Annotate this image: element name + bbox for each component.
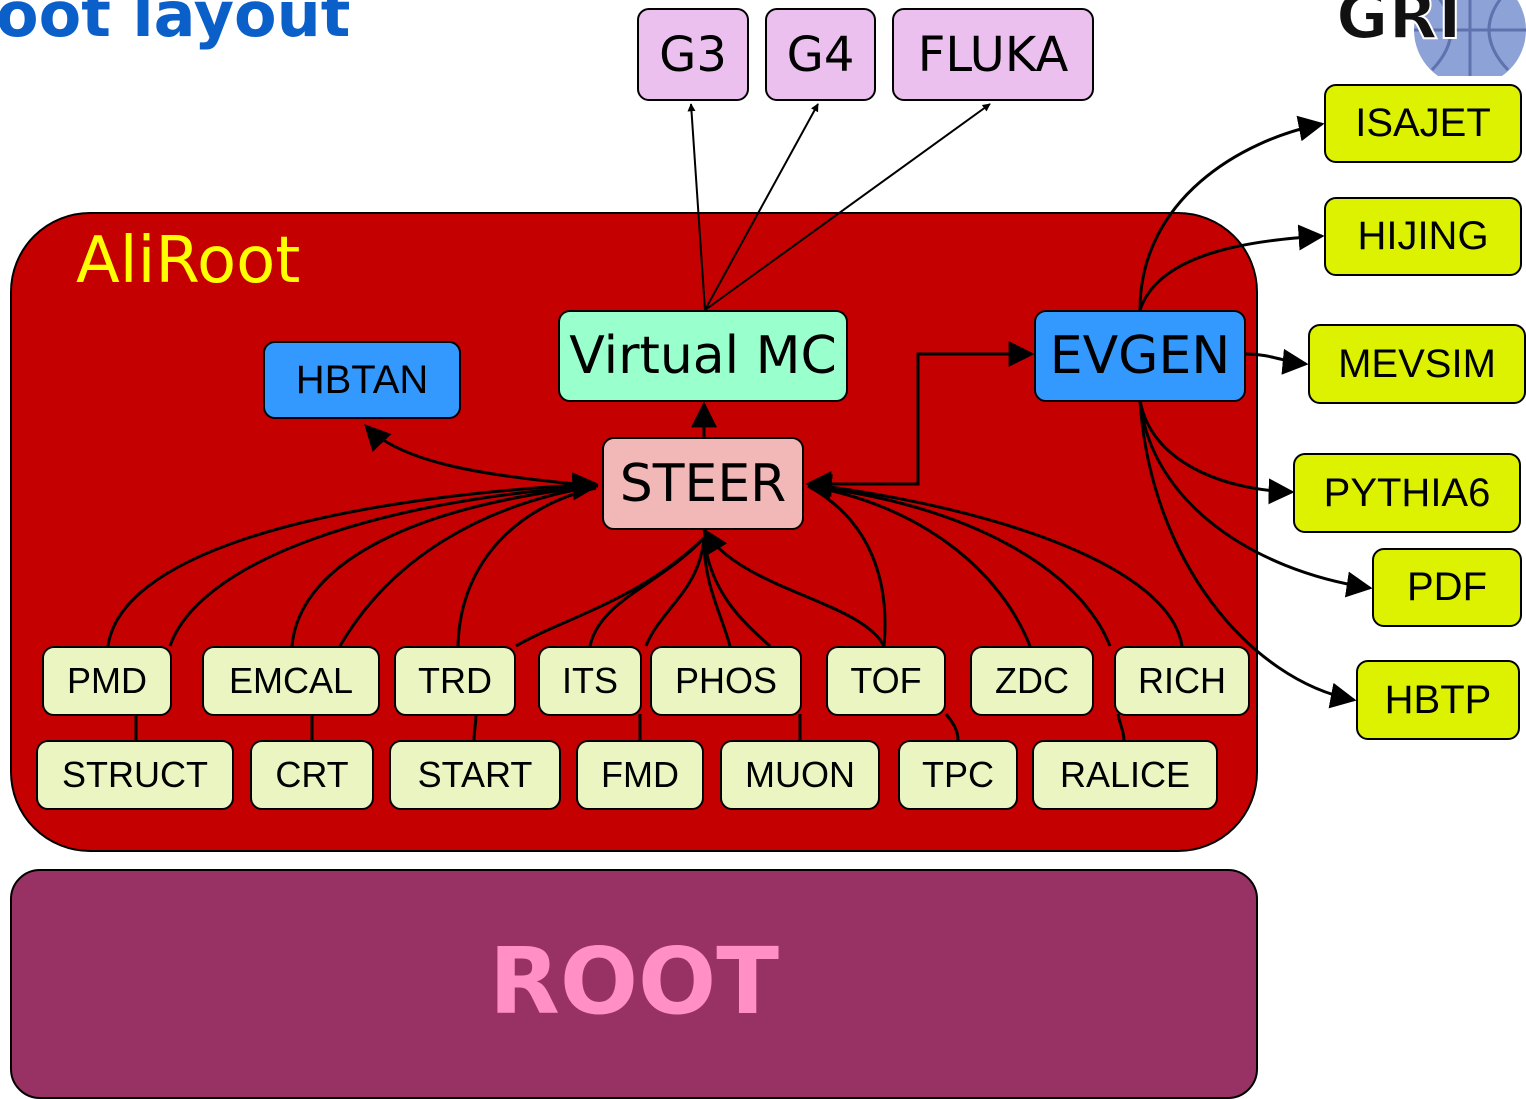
arrow-evgen-hbtp [1138, 399, 1357, 709]
fluka-box[interactable]: FLUKA [892, 8, 1094, 101]
connection-arrows [106, 103, 1373, 741]
detector-muon[interactable]: MUON [720, 740, 880, 810]
aliroot-label: AliRoot [76, 224, 301, 298]
logo-wordmark: GRI [1336, 0, 1462, 54]
arrow-steer-evgen [805, 341, 1035, 497]
arrow-evgen-pdf [1138, 399, 1373, 598]
root-label: ROOT [488, 928, 779, 1035]
detector-rich[interactable]: RICH [1114, 646, 1250, 716]
g3-box[interactable]: G3 [637, 8, 749, 101]
g4-box[interactable]: G4 [765, 8, 876, 101]
arrow-evgen-pythia6 [1138, 399, 1295, 505]
detector-crt[interactable]: CRT [250, 740, 374, 810]
generator-pythia6[interactable]: PYTHIA6 [1293, 453, 1521, 533]
generator-isajet[interactable]: ISAJET [1324, 84, 1522, 163]
arrow-evgen-isajet [1138, 115, 1325, 311]
detector-start[interactable]: START [389, 740, 561, 810]
virtual-mc-box[interactable]: Virtual MC [558, 310, 848, 402]
steer-box[interactable]: STEER [602, 437, 804, 530]
arrow-vmc-g4 [704, 103, 819, 311]
arrow-steer-hbtan [364, 424, 599, 488]
detector-trd[interactable]: TRD [394, 646, 516, 716]
detector-tpc[interactable]: TPC [898, 740, 1018, 810]
generator-mevsim[interactable]: MEVSIM [1308, 324, 1526, 404]
generator-hijing[interactable]: HIJING [1324, 197, 1522, 276]
arrow-evgen-hijing [1138, 224, 1325, 311]
detector-zdc[interactable]: ZDC [970, 646, 1094, 716]
slide-title: oot layout [0, 0, 351, 51]
grid-logo: GRI [1332, 0, 1526, 76]
detector-tof[interactable]: TOF [826, 646, 946, 716]
detector-fmd[interactable]: FMD [576, 740, 704, 810]
arrow-vmc-g3 [687, 103, 706, 311]
detector-struct[interactable]: STRUCT [36, 740, 234, 810]
detector-phos[interactable]: PHOS [650, 646, 802, 716]
arrow-evgen-mevsim [1245, 348, 1309, 375]
arrow-vmc-fluka [704, 103, 991, 311]
generator-pdf[interactable]: PDF [1372, 548, 1522, 627]
root-panel [10, 869, 1258, 1099]
detector-emcal[interactable]: EMCAL [202, 646, 380, 716]
generator-hbtp[interactable]: HBTP [1356, 660, 1520, 740]
hbtan-box[interactable]: HBTAN [263, 341, 461, 419]
detector-ralice[interactable]: RALICE [1032, 740, 1218, 810]
detector-pmd[interactable]: PMD [42, 646, 172, 716]
detector-its[interactable]: ITS [538, 646, 642, 716]
evgen-box[interactable]: EVGEN [1034, 310, 1246, 402]
